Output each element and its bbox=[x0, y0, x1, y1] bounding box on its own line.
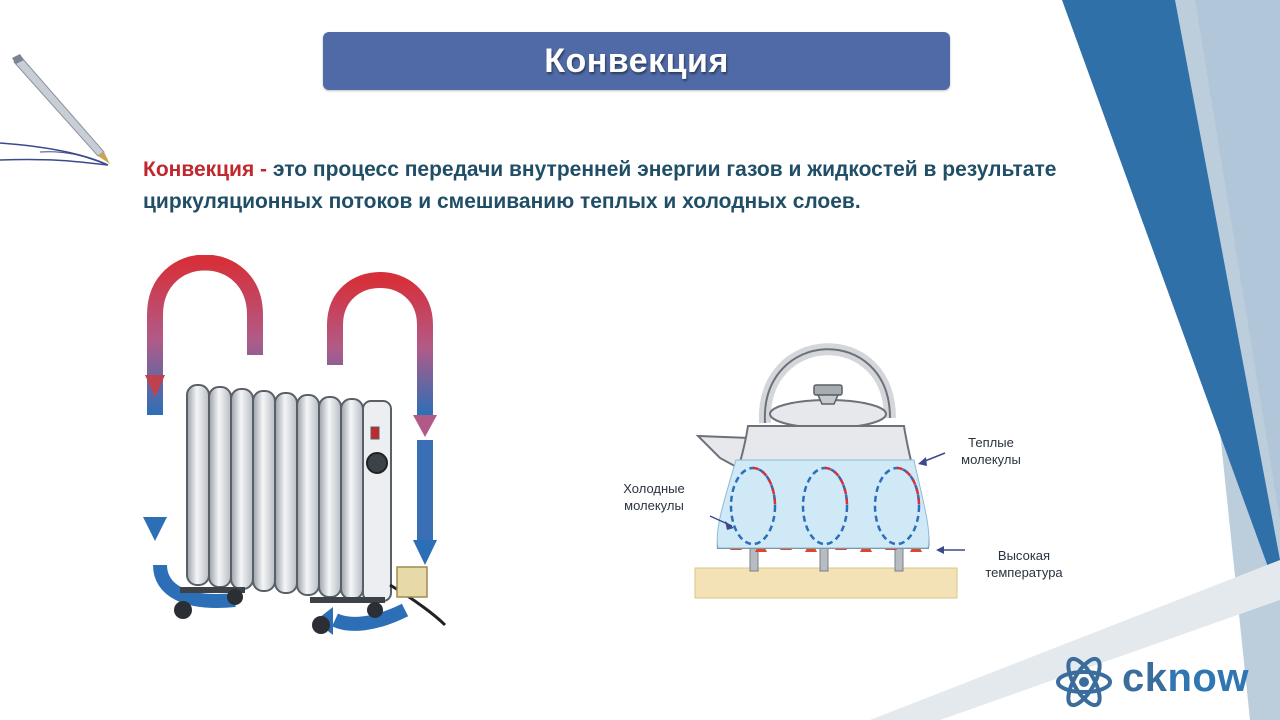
kettle-illustration bbox=[694, 343, 965, 599]
pen-icon bbox=[0, 54, 110, 166]
definition-term: Конвекция - bbox=[143, 158, 268, 181]
wheel-icon bbox=[227, 589, 243, 605]
definition-text: Конвекция - это процесс передачи внутрен… bbox=[143, 154, 1103, 218]
right-panel-dark bbox=[1062, 0, 1280, 600]
logo-prefix: ck bbox=[1122, 656, 1168, 700]
warm-air-arrow-right bbox=[327, 272, 433, 415]
warm-air-arrow bbox=[147, 255, 263, 415]
return-arrow-bottom-right bbox=[332, 603, 409, 631]
stove-surface bbox=[694, 567, 958, 599]
wheel-icon bbox=[174, 601, 192, 619]
wall-socket-icon bbox=[396, 566, 428, 598]
convection-loops bbox=[729, 466, 921, 546]
water bbox=[716, 459, 930, 549]
label-warm-molecules: Теплые молекулы bbox=[961, 435, 1021, 467]
radiator-body bbox=[174, 384, 447, 634]
label-cold-molecules: Холодные молекулы bbox=[623, 481, 685, 513]
logo-text: cknow bbox=[1122, 656, 1249, 701]
power-switch-icon bbox=[370, 426, 380, 440]
cold-air-arrowhead-right bbox=[413, 540, 437, 565]
bottom-shadow bbox=[870, 560, 1280, 720]
title-bar: Конвекция bbox=[323, 32, 950, 90]
cknow-logo: cknow bbox=[1052, 650, 1267, 714]
atom-icon bbox=[1056, 656, 1112, 708]
slide-title: Конвекция bbox=[544, 41, 729, 80]
right-panel-mid bbox=[1195, 0, 1280, 520]
wheel-icon bbox=[312, 616, 330, 634]
radiator-illustration bbox=[143, 255, 447, 635]
label-high-temperature: Высокая температура bbox=[985, 548, 1063, 580]
thermostat-knob-icon bbox=[366, 452, 388, 474]
warm-air-arrowhead-right bbox=[413, 415, 437, 437]
return-arrow-bottom-left bbox=[153, 564, 236, 608]
warm-air-arrowhead bbox=[145, 375, 165, 397]
wheel-icon bbox=[367, 602, 383, 618]
logo-suffix: now bbox=[1167, 656, 1249, 700]
definition-body: это процесс передачи внутренней энергии … bbox=[143, 158, 1057, 213]
cold-air-arrowhead-left bbox=[143, 517, 167, 541]
